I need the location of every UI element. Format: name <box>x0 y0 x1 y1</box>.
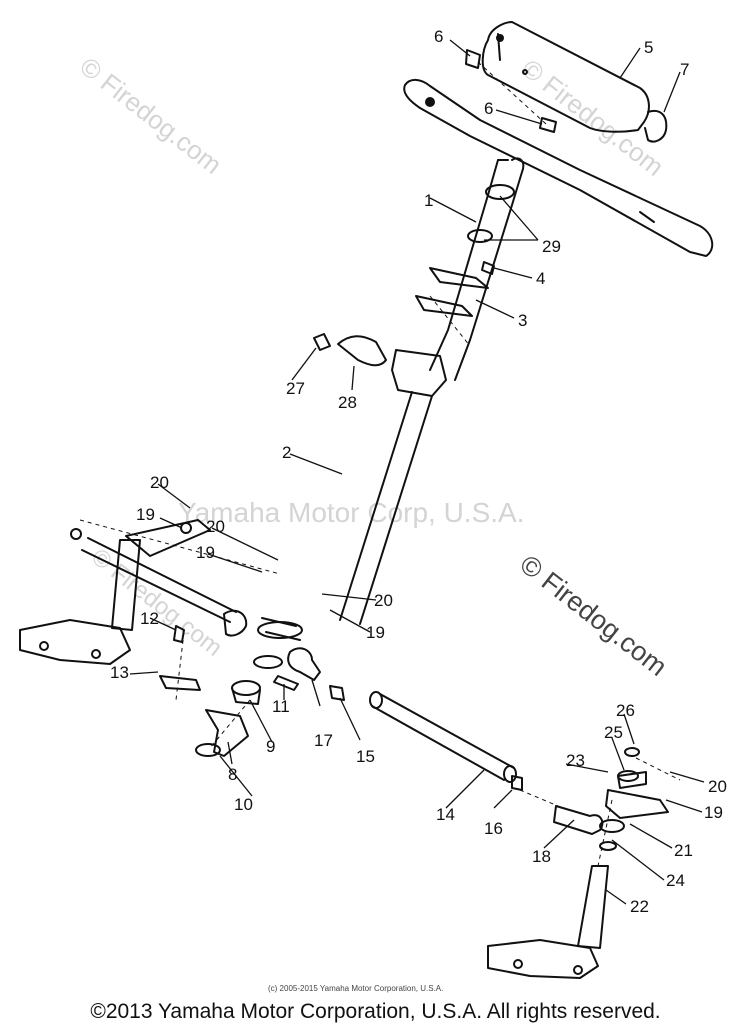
part-label-26: 26 <box>616 701 635 720</box>
part-label-24: 24 <box>666 871 685 890</box>
tie-rod-end-17 <box>287 647 321 681</box>
tie-rod-right <box>371 693 515 781</box>
alignment-lines <box>79 61 681 867</box>
column-holder <box>391 349 447 397</box>
part-labels: 1 29 4 3 5 6 6 7 27 28 2 20 19 20 19 20 … <box>110 27 727 916</box>
part-label-25: 25 <box>604 723 623 742</box>
tie-rod-end-18 <box>553 805 604 835</box>
part-label-27: 27 <box>286 379 305 398</box>
part-label-14: 14 <box>436 805 455 824</box>
steering-shaft-lower <box>339 391 433 625</box>
handlebar-pad-shape <box>481 21 650 133</box>
part-label-8: 8 <box>228 765 237 784</box>
part-label-22: 22 <box>630 897 649 916</box>
part-label-20-a: 20 <box>150 473 169 492</box>
part-label-9: 9 <box>266 737 275 756</box>
lower-plate <box>205 709 249 757</box>
part-label-20-c: 20 <box>374 591 393 610</box>
part-label-20-b: 20 <box>206 517 225 536</box>
watermarks: © Firedog.com © Firedog.com © Firedog.co… <box>74 51 672 682</box>
copyright-notice: ©2013 Yamaha Motor Corporation, U.S.A. A… <box>90 1000 661 1023</box>
part-label-19-b: 19 <box>196 543 215 562</box>
part-label-10: 10 <box>234 795 253 814</box>
part-label-20-d: 20 <box>708 777 727 796</box>
pad-clip-bottom <box>539 117 557 133</box>
steering-knuckle-left <box>111 539 141 631</box>
steering-knuckle-right <box>577 865 609 949</box>
part-label-19-d: 19 <box>704 803 723 822</box>
column-bracket-upper <box>429 267 489 289</box>
part-label-19-a: 19 <box>136 505 155 524</box>
handlebar <box>403 78 714 257</box>
part-label-13: 13 <box>110 663 129 682</box>
column-bracket-lower <box>415 295 473 317</box>
part-label-16: 16 <box>484 819 503 838</box>
diagram-linework <box>19 21 714 979</box>
knuckle-arm-right <box>605 789 669 819</box>
part-label-5: 5 <box>644 38 653 57</box>
part-label-7: 7 <box>680 60 689 79</box>
bearing-part <box>231 680 261 696</box>
column-clamp-28 <box>337 335 387 367</box>
part-label-6-top: 6 <box>434 27 443 46</box>
watermark-firedog-mid-right: © Firedog.com <box>514 549 672 682</box>
part-label-3: 3 <box>518 311 527 330</box>
pad-clamp <box>644 110 668 143</box>
small-credit-text: (c) 2005-2015 Yamaha Motor Corporation, … <box>268 984 444 993</box>
part-label-19-c: 19 <box>366 623 385 642</box>
part-label-15: 15 <box>356 747 375 766</box>
part-label-29: 29 <box>542 237 561 256</box>
steering-column-upper <box>429 157 525 381</box>
part-label-18: 18 <box>532 847 551 866</box>
part-label-11: 11 <box>272 697 290 716</box>
part-label-21: 21 <box>674 841 693 860</box>
part-label-17: 17 <box>314 731 333 750</box>
part-label-2: 2 <box>282 443 291 462</box>
part-label-23: 23 <box>566 751 585 770</box>
pad-clip-top <box>465 49 481 69</box>
part-label-6-bottom: 6 <box>484 99 493 118</box>
watermark-yamaha: Yamaha Motor Corp, U.S.A. <box>178 497 525 528</box>
part-label-28: 28 <box>338 393 357 412</box>
watermark-firedog-top-left: © Firedog.com <box>74 51 227 180</box>
part-label-4: 4 <box>536 269 545 288</box>
part-label-12: 12 <box>140 609 159 628</box>
lock-washer <box>159 675 201 691</box>
tie-rod-left <box>81 537 237 623</box>
leader-lines <box>129 39 705 905</box>
part-label-1: 1 <box>424 191 433 210</box>
